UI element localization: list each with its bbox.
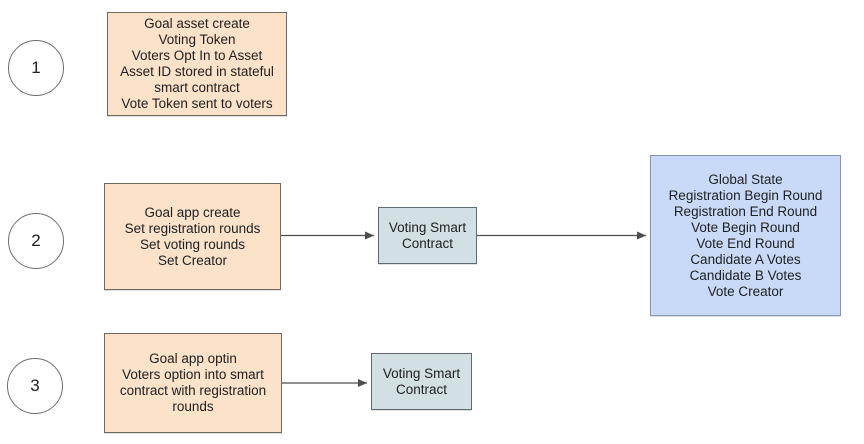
- step-1-number: 1: [31, 58, 41, 77]
- step-3-number: 3: [30, 376, 40, 395]
- voting-smart-contract-label-row2: Voting Smart Contract: [388, 219, 467, 251]
- step-1-notes-box: Goal asset create Voting Token Voters Op…: [107, 12, 287, 116]
- step-2-notes-box: Goal app create Set registration rounds …: [104, 183, 281, 290]
- step-1-circle: 1: [8, 40, 64, 96]
- step-2-circle: 2: [8, 213, 64, 269]
- step-2-notes-text: Goal app create Set registration rounds …: [124, 204, 261, 268]
- step-3-notes-text: Goal app optin Voters option into smart …: [119, 351, 267, 414]
- voting-smart-contract-box-row3: Voting Smart Contract: [371, 353, 472, 410]
- global-state-box: Global State Registration Begin Round Re…: [650, 155, 841, 316]
- voting-smart-contract-label-row3: Voting Smart Contract: [382, 365, 461, 397]
- global-state-text: Global State Registration Begin Round Re…: [668, 171, 823, 299]
- step-1-notes-text: Goal asset create Voting Token Voters Op…: [120, 16, 274, 111]
- step-3-circle: 3: [7, 358, 63, 414]
- step-2-number: 2: [31, 231, 41, 250]
- voting-smart-contract-box-row2: Voting Smart Contract: [378, 207, 477, 264]
- step-3-notes-box: Goal app optin Voters option into smart …: [104, 333, 282, 433]
